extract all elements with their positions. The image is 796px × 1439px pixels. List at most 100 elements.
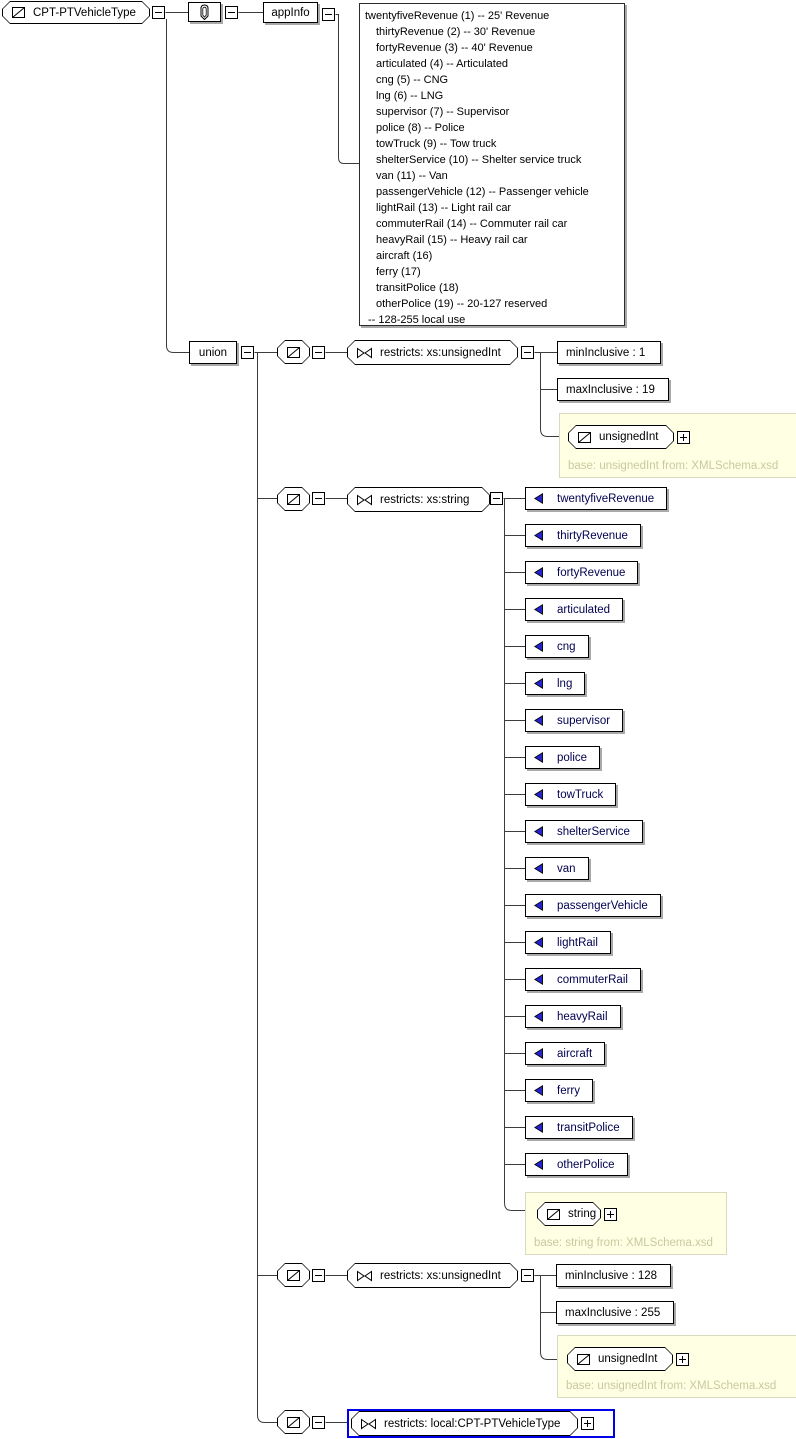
doc-line: cng (5) -- CNG xyxy=(376,74,449,86)
enum-value-box[interactable]: towTruck xyxy=(525,783,617,806)
base-note: base: string from: XMLSchema.xsd xyxy=(534,1237,713,1249)
simpletype-icon xyxy=(286,346,301,359)
base-note: base: unsignedInt from: XMLSchema.xsd xyxy=(568,460,779,472)
simpletype-node[interactable] xyxy=(277,340,310,364)
enum-value-box[interactable]: police xyxy=(525,746,601,769)
doc-line: towTruck (9) -- Tow truck xyxy=(376,138,497,150)
expand-button[interactable] xyxy=(676,1353,689,1366)
enum-value-box[interactable]: aircraft xyxy=(525,1042,606,1065)
enum-value-label: passengerVehicle xyxy=(557,899,648,912)
enum-value-box[interactable]: passengerVehicle xyxy=(525,894,661,917)
enum-value-box[interactable]: lightRail xyxy=(525,931,611,954)
simpletype-icon xyxy=(546,1208,561,1221)
restriction-label: restricts: xs:string xyxy=(380,493,470,506)
expand-button[interactable] xyxy=(581,1417,594,1430)
collapse-button[interactable] xyxy=(312,492,325,505)
simpletype-icon xyxy=(286,1269,301,1282)
facet-label: minInclusive : 1 xyxy=(566,346,646,359)
annotation-node[interactable] xyxy=(188,2,221,22)
expand-button[interactable] xyxy=(604,1208,617,1221)
restriction-node[interactable]: restricts: local:CPT-PTVehicleType xyxy=(351,1411,578,1436)
restriction-node[interactable]: restricts: xs:unsignedInt xyxy=(347,340,518,365)
enum-value-label: twentyfiveRevenue xyxy=(557,492,655,505)
enum-value-box[interactable]: ferry xyxy=(525,1079,593,1102)
simpletype-node[interactable] xyxy=(277,1410,310,1434)
simpletype-node[interactable] xyxy=(277,1263,310,1287)
enum-value-label: fortyRevenue xyxy=(557,566,626,579)
facet-box[interactable]: maxInclusive : 19 xyxy=(557,378,669,401)
base-type-node[interactable]: unsignedInt xyxy=(568,425,674,449)
collapse-button[interactable] xyxy=(312,1269,325,1282)
facet-label: maxInclusive : 19 xyxy=(566,383,655,396)
enum-value-label: otherPolice xyxy=(557,1158,615,1171)
doc-line: supervisor (7) -- Supervisor xyxy=(376,106,510,118)
enum-value-box[interactable]: van xyxy=(525,857,589,880)
collapse-button[interactable] xyxy=(521,346,534,359)
appinfo-label: appInfo xyxy=(271,6,310,19)
doc-line: shelterService (10) -- Shelter service t… xyxy=(376,154,582,166)
enum-value-label: aircraft xyxy=(557,1047,593,1060)
enum-value-label: police xyxy=(557,751,588,764)
union-node[interactable]: union xyxy=(189,341,237,364)
enum-value-box[interactable]: thirtyRevenue xyxy=(525,524,641,547)
restriction-bowtie-icon xyxy=(356,494,373,506)
enumeration-icon xyxy=(534,1011,544,1022)
collapse-button[interactable] xyxy=(241,346,254,359)
enum-value-box[interactable]: supervisor xyxy=(525,709,624,732)
base-type-label: string xyxy=(568,1208,597,1220)
collapse-button[interactable] xyxy=(322,8,335,21)
base-type-node[interactable]: unsignedInt xyxy=(567,1347,673,1371)
collapse-button[interactable] xyxy=(312,346,325,359)
enumeration-icon xyxy=(534,530,544,541)
doc-line: fortyRevenue (3) -- 40' Revenue xyxy=(376,42,533,54)
simpletype-icon xyxy=(286,493,301,506)
enumeration-icon xyxy=(534,789,544,800)
enumeration-icon xyxy=(534,900,544,911)
simpletype-icon xyxy=(286,1416,301,1429)
doc-line: articulated (4) -- Articulated xyxy=(376,58,509,70)
enumeration-icon xyxy=(534,641,544,652)
collapse-button[interactable] xyxy=(521,1269,534,1282)
enumeration-icon xyxy=(534,493,544,504)
appinfo-node[interactable]: appInfo xyxy=(263,2,318,23)
enum-value-box[interactable]: articulated xyxy=(525,598,624,621)
enum-value-box[interactable]: shelterService xyxy=(525,820,643,843)
doc-line: aircraft (16) xyxy=(376,250,433,262)
enum-value-label: towTruck xyxy=(557,788,604,801)
enum-value-box[interactable]: twentyfiveRevenue xyxy=(525,487,668,510)
enum-value-label: transitPolice xyxy=(557,1121,620,1134)
enum-value-label: lightRail xyxy=(557,936,598,949)
expand-button[interactable] xyxy=(677,431,690,444)
enum-value-label: ferry xyxy=(557,1084,580,1097)
collapse-button[interactable] xyxy=(312,1416,325,1429)
root-type-node[interactable]: CPT-PTVehicleType xyxy=(2,1,150,24)
restriction-bowtie-icon xyxy=(360,1418,377,1430)
enum-value-box[interactable]: heavyRail xyxy=(525,1005,621,1028)
enum-value-box[interactable]: transitPolice xyxy=(525,1116,633,1139)
enum-value-box[interactable]: otherPolice xyxy=(525,1153,628,1176)
enum-value-label: van xyxy=(557,862,576,875)
enum-value-box[interactable]: fortyRevenue xyxy=(525,561,639,584)
facet-box[interactable]: minInclusive : 1 xyxy=(557,341,661,364)
restriction-node[interactable]: restricts: xs:unsignedInt xyxy=(347,1263,518,1288)
root-type-label: CPT-PTVehicleType xyxy=(33,6,136,19)
enum-value-label: articulated xyxy=(557,603,611,616)
doc-line: thirtyRevenue (2) -- 30' Revenue xyxy=(376,26,536,38)
enum-value-box[interactable]: commuterRail xyxy=(525,968,641,991)
facet-box[interactable]: minInclusive : 128 xyxy=(556,1264,671,1287)
collapse-button[interactable] xyxy=(225,6,238,19)
base-type-node[interactable]: string xyxy=(537,1202,601,1226)
collapse-button[interactable] xyxy=(152,6,165,19)
facet-box[interactable]: maxInclusive : 255 xyxy=(556,1301,674,1324)
restriction-node[interactable]: restricts: xs:string xyxy=(347,487,490,512)
enum-value-box[interactable]: cng xyxy=(525,635,589,658)
collapse-button[interactable] xyxy=(490,492,503,505)
enum-value-label: lng xyxy=(557,677,573,690)
doc-line: passengerVehicle (12) -- Passenger vehic… xyxy=(376,186,589,198)
enumeration-icon xyxy=(534,863,544,874)
simpletype-node[interactable] xyxy=(277,487,310,511)
enum-value-box[interactable]: lng xyxy=(525,672,586,695)
enumeration-icon xyxy=(534,678,544,689)
